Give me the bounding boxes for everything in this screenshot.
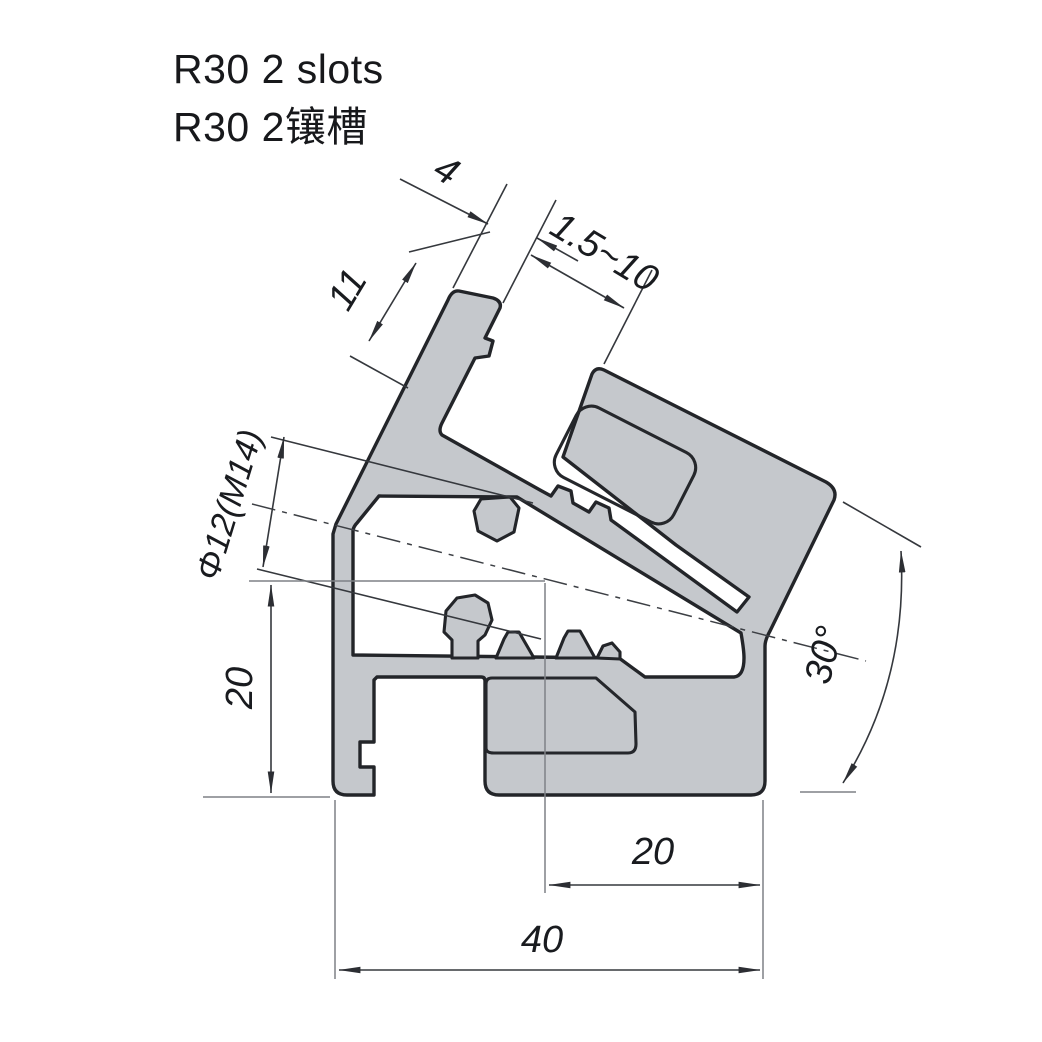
dim-label-20-bottom: 20: [631, 831, 674, 873]
dimension-line-hole: [262, 436, 285, 568]
pocket-tooth-3: [595, 641, 622, 661]
drawing-title: R30 2 slots R30 2镶槽: [173, 40, 384, 156]
dim-label-4: 4: [426, 147, 466, 194]
lower-cavity-outline: [484, 676, 638, 755]
dim-label-20-left: 20: [219, 667, 261, 710]
pocket-stud-hanging: [472, 495, 521, 543]
pocket-stud-upright: [442, 593, 494, 660]
pocket-tooth-2: [554, 629, 597, 660]
dim-label-panel: 1.5~10: [543, 205, 665, 301]
extension-line-11-bottom: [349, 355, 409, 389]
centerline-axis: [251, 503, 867, 662]
pocket-tooth-1: [494, 630, 536, 660]
dim-label-11: 11: [320, 262, 376, 317]
dim-label-30: 30°: [797, 622, 852, 688]
extension-line-4-a: [452, 183, 508, 289]
extension-line-panel: [603, 269, 653, 365]
extension-line-30-top: [842, 501, 922, 548]
extension-line-hole-upper: [270, 436, 534, 504]
extension-line-4-b: [502, 199, 557, 304]
title-line-2: R30 2镶槽: [173, 104, 368, 151]
title-line-1: R30 2 slots: [173, 46, 384, 92]
dimension-line-panel: [530, 254, 625, 309]
dimension-line-11: [368, 262, 417, 342]
dimension-arc-30: [842, 550, 906, 784]
dimension-line-4-tail-left: [399, 178, 489, 225]
extension-line-11-top: [408, 231, 491, 253]
upper-cavity-outline: [552, 404, 698, 526]
dim-label-40: 40: [521, 919, 563, 961]
